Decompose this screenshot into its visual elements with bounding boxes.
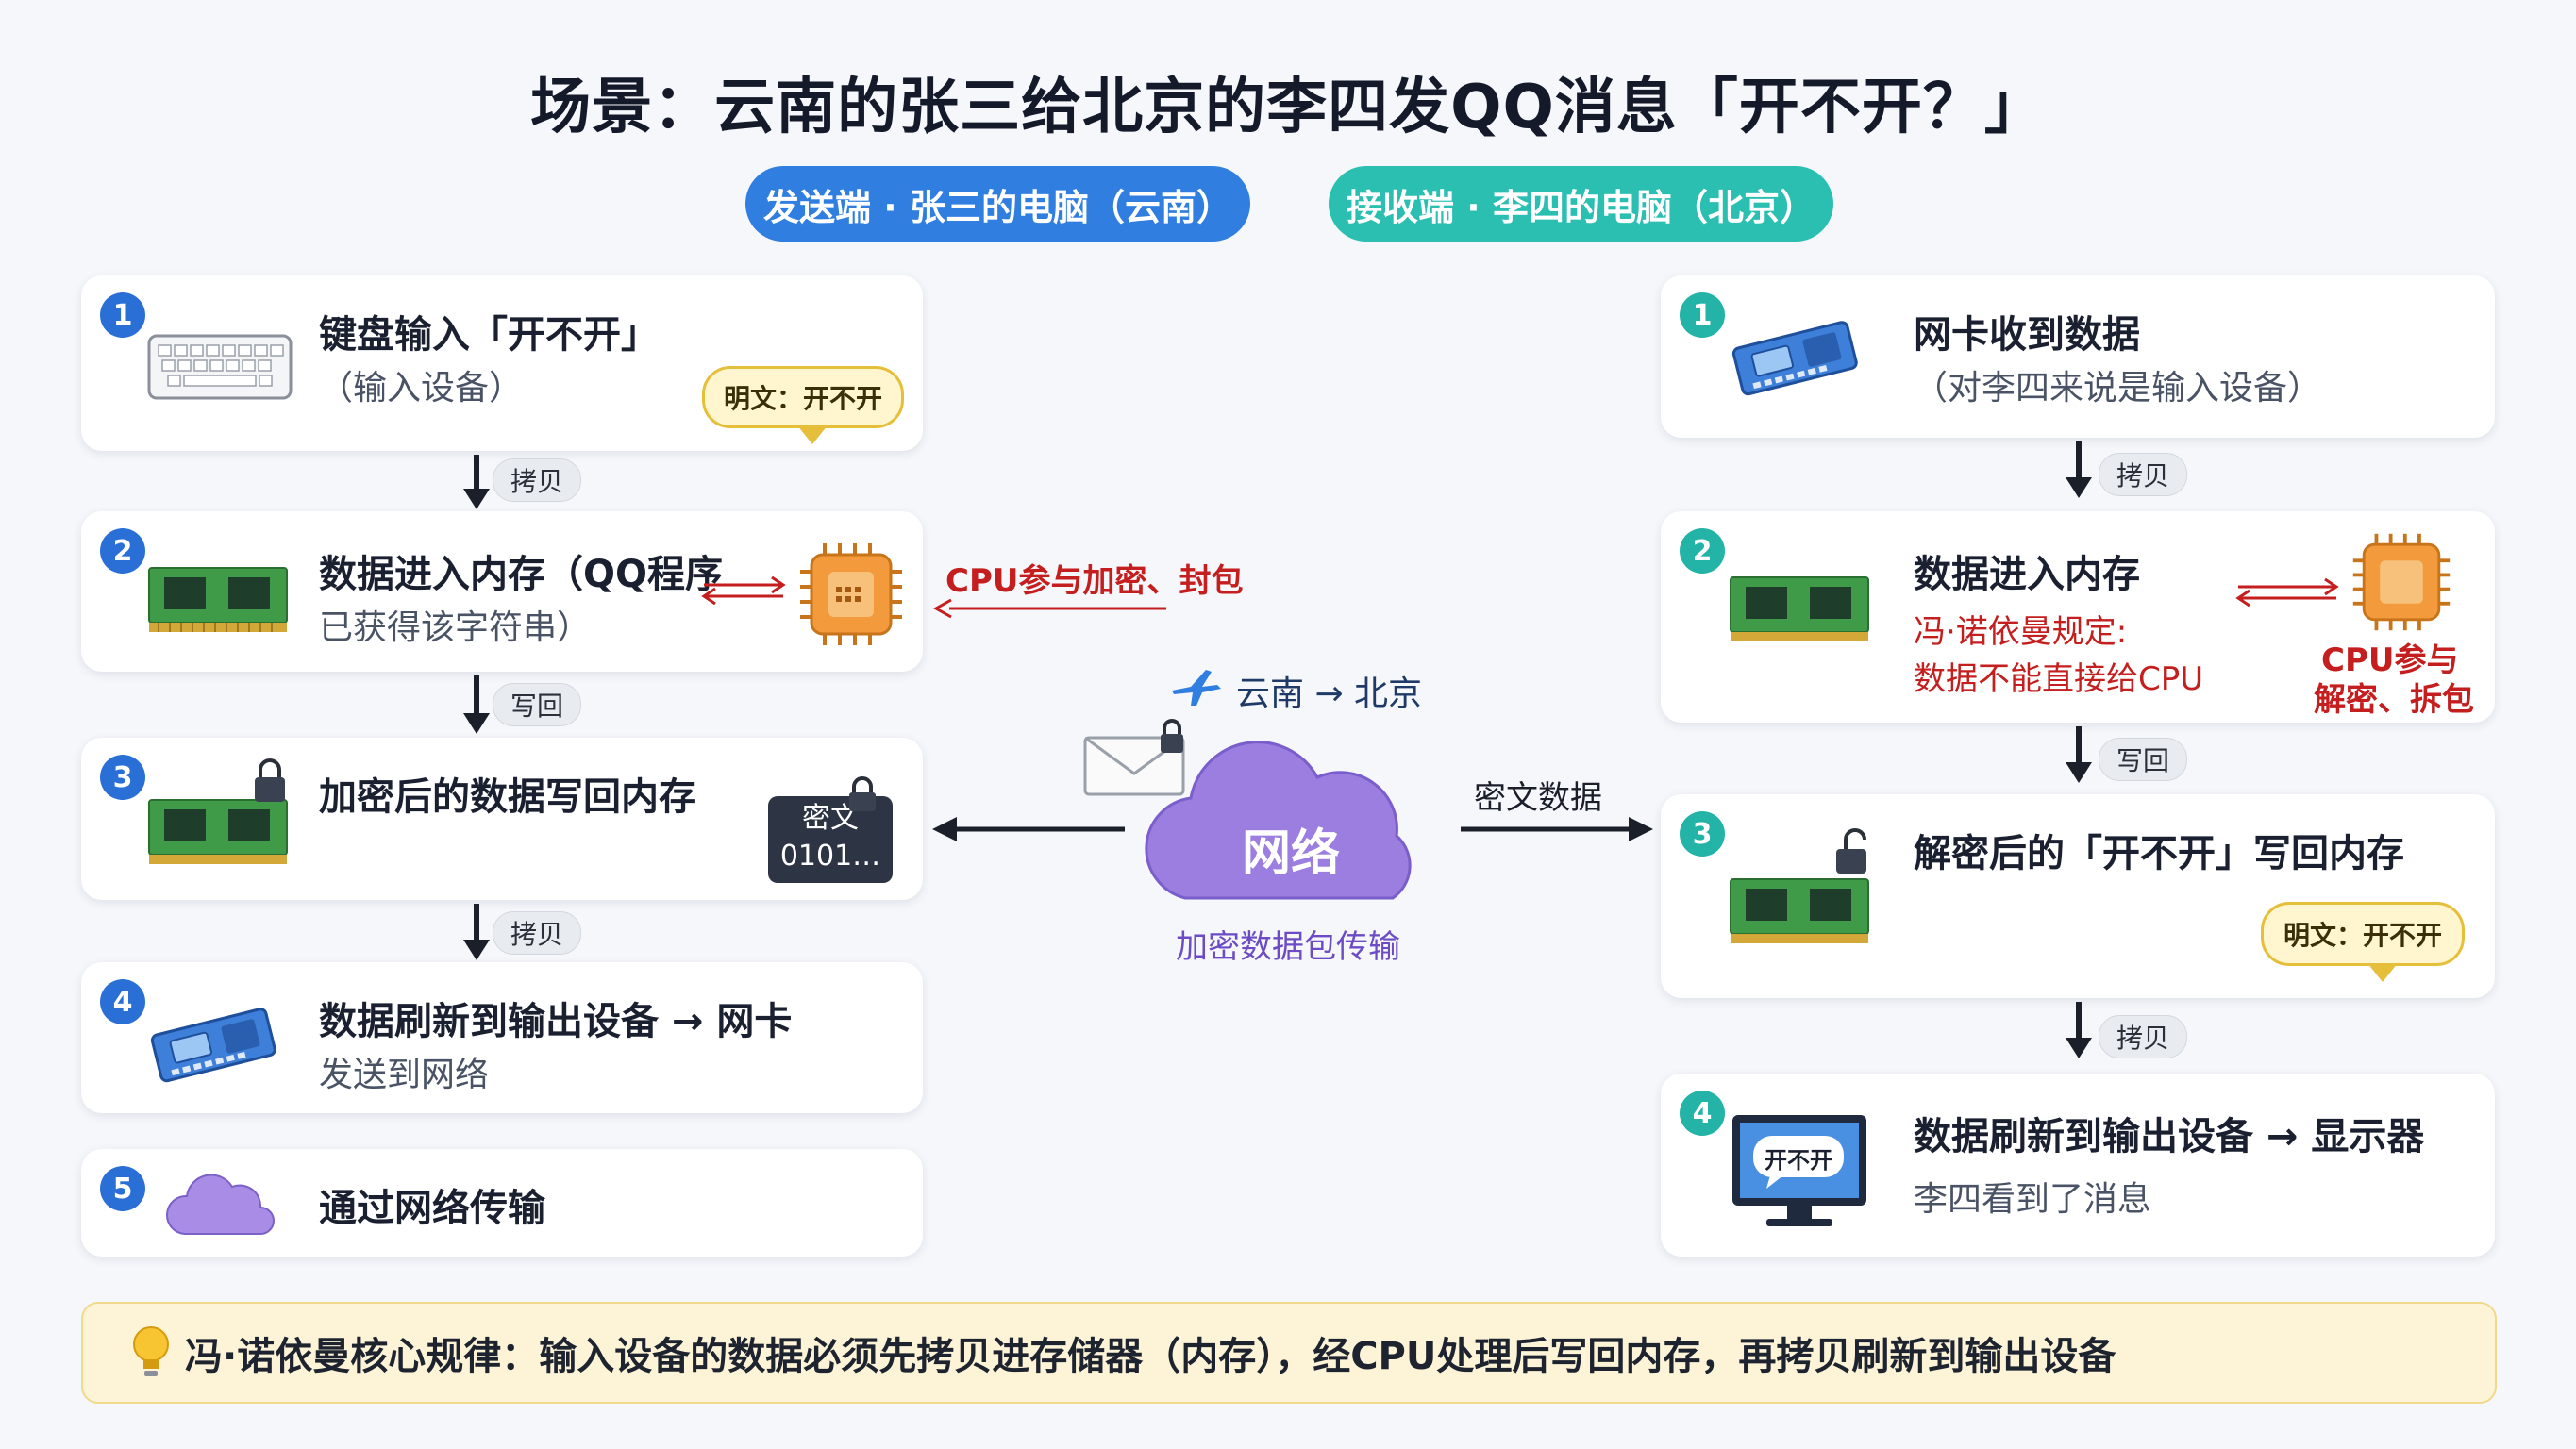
right-step-3-badge: 3: [1680, 811, 1725, 857]
left-arrow-3-label: 拷贝: [493, 911, 582, 955]
left-step-4-badge: 4: [100, 979, 145, 1024]
right-cpu-note-line1: CPU参与: [2321, 641, 2459, 679]
memory-locked-icon-right: [1729, 823, 1889, 964]
right-arrow-3: [2066, 1002, 2092, 1058]
right-step-1-card: 1 网卡收到数据 （对李四来说是输入设备）: [1661, 275, 2495, 438]
left-arrow-3: [463, 904, 490, 960]
left-step-1-badge: 1: [100, 292, 145, 338]
left-cpu-note: CPU参与加密、封包: [945, 562, 1244, 600]
footer-text: 冯·诺依曼核心规律：输入设备的数据必须先拷贝进存储器（内存），经CPU处理后写回…: [185, 1335, 2116, 1378]
left-step-1-sub: （输入设备）: [319, 369, 524, 408]
right-step-4-badge: 4: [1680, 1091, 1725, 1136]
right-step-4-sub: 李四看到了消息: [1914, 1180, 2152, 1219]
keyboard-icon: [145, 330, 296, 406]
left-plaintext-text: 明文：开不开: [723, 383, 882, 414]
cloud-small-icon: [164, 1170, 281, 1241]
double-arrow-icon: [696, 572, 791, 609]
right-step-4-card: 4 开不开 数据刷新到输出设备 → 显示器 李四看到了消息: [1661, 1074, 2495, 1257]
monitor-icon: [1729, 1111, 1870, 1230]
cpu-icon-right: [2350, 530, 2453, 634]
left-step-4-card: 4 数据刷新到输出设备 → 网卡 发送到网络: [81, 962, 923, 1113]
memory-locked-icon: [147, 757, 308, 874]
airplane-icon: [1168, 666, 1223, 708]
route-label: 云南 → 北京: [1236, 675, 1423, 713]
left-step-1-card: 1 键盘输入「开不开」 （输入设备） 明文：开不开: [81, 275, 923, 451]
lightbulb-icon: [130, 1324, 172, 1382]
right-step-3-title: 解密后的「开不开」写回内存: [1914, 832, 2404, 875]
right-arrow-3-label: 拷贝: [2099, 1015, 2188, 1058]
right-step-1-sub: （对李四来说是输入设备）: [1914, 369, 2322, 408]
left-step-2-title: 数据进入内存（QQ程序: [319, 553, 724, 596]
network-card-icon: [145, 996, 287, 1091]
left-plaintext-bubble: 明文：开不开: [702, 366, 904, 444]
left-arrow-2-label: 写回: [493, 683, 582, 726]
right-step-2-card: 2 数据进入内存 冯·诺依曼规定: 数据不能直接给CPU CPU参与 解密、拆包: [1661, 511, 2495, 723]
left-step-1-title: 键盘输入「开不开」: [319, 313, 659, 357]
left-arrow-2: [463, 675, 490, 734]
right-arrow-1-label: 拷贝: [2099, 453, 2188, 496]
right-step-1-title: 网卡收到数据: [1914, 313, 2140, 357]
left-step-4-sub: 发送到网络: [319, 1056, 490, 1094]
footer-rule: 冯·诺依曼核心规律：输入设备的数据必须先拷贝进存储器（内存），经CPU处理后写回…: [81, 1302, 2497, 1404]
ciphertext-bits: 0101…: [779, 840, 881, 873]
receiver-pill: 接收端 · 李四的电脑（北京）: [1329, 166, 1833, 242]
cloud-icon: [1129, 719, 1449, 908]
left-step-4-title: 数据刷新到输出设备 → 网卡: [319, 1000, 793, 1043]
left-step-5-badge: 5: [100, 1166, 145, 1211]
left-step-2-badge: 2: [100, 528, 145, 574]
right-plaintext-bubble: 明文：开不开: [2261, 902, 2465, 982]
right-step-1-badge: 1: [1680, 292, 1725, 338]
right-step-4-title: 数据刷新到输出设备 → 显示器: [1914, 1115, 2425, 1158]
cloud-label: 网络: [1242, 825, 1341, 882]
lock-icon: [845, 775, 879, 813]
left-arrow-1: [463, 455, 490, 509]
arrow-right-icon: [1457, 813, 1655, 845]
arrow-left-icon: [930, 813, 1129, 845]
von-neumann-rule-line2: 数据不能直接给CPU: [1914, 660, 2204, 698]
right-plaintext-text: 明文：开不开: [2283, 920, 2442, 951]
left-step-5-card: 5 通过网络传输: [81, 1149, 923, 1257]
right-arrow-2-label: 写回: [2099, 738, 2188, 781]
right-arrow-2: [2066, 726, 2092, 783]
right-arrow-1: [2066, 441, 2092, 498]
left-step-5-title: 通过网络传输: [319, 1187, 545, 1230]
memory-icon-right: [1729, 572, 1870, 647]
left-step-3-card: 3 加密后的数据写回内存 密文 0101…: [81, 738, 923, 900]
right-cpu-note-line2: 解密、拆包: [2314, 681, 2474, 719]
left-cpu-note-arrow-icon: [930, 594, 1176, 623]
left-step-3-title: 加密后的数据写回内存: [319, 775, 696, 819]
right-step-2-badge: 2: [1680, 528, 1725, 574]
cpu-icon: [796, 540, 906, 649]
envelope-icon: [1081, 717, 1195, 798]
left-step-3-badge: 3: [100, 755, 145, 800]
left-step-2-sub: 已获得该字符串）: [319, 608, 592, 647]
right-step-3-card: 3 解密后的「开不开」写回内存 明文：开不开: [1661, 794, 2495, 998]
network-card-icon-right: [1727, 309, 1868, 404]
page-title: 场景：云南的张三给北京的李四发QQ消息「开不开？」: [530, 73, 2046, 142]
left-arrow-1-label: 拷贝: [493, 458, 582, 502]
monitor-screen-text: 开不开: [1765, 1147, 1832, 1174]
ciphertext-data-label: 密文数据: [1474, 779, 1602, 817]
double-arrow-icon-right: [2231, 574, 2344, 611]
memory-icon: [147, 562, 289, 638]
right-step-2-title: 数据进入内存: [1914, 553, 2140, 596]
sender-pill: 发送端 · 张三的电脑（云南）: [745, 166, 1250, 242]
cloud-caption: 加密数据包传输: [1176, 928, 1400, 966]
left-step-2-card: 2 数据进入内存（QQ程序 已获得该字符串）: [81, 511, 923, 672]
von-neumann-rule-line1: 冯·诺依曼规定:: [1914, 613, 2128, 651]
